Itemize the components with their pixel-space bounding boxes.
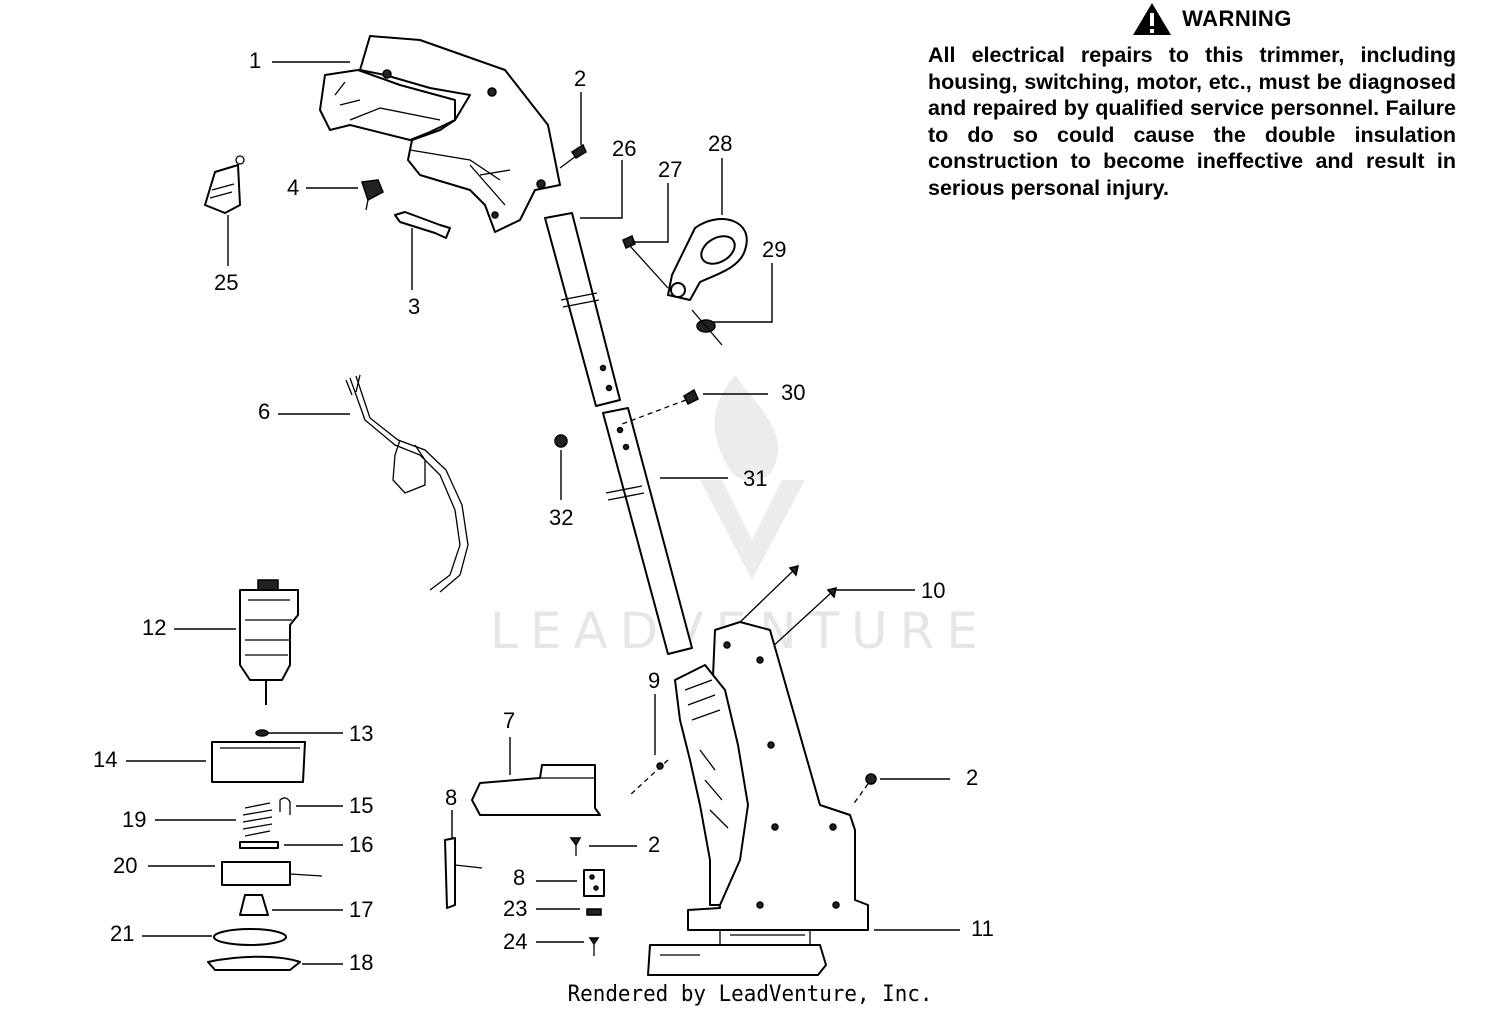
part-4-switch xyxy=(360,179,384,211)
callout-21: 21 xyxy=(110,921,134,946)
part-2-screw-middle xyxy=(569,837,582,856)
part-21-cap xyxy=(213,928,287,946)
part-19-spring xyxy=(242,802,273,837)
callout-31: 31 xyxy=(743,466,767,491)
leadventure-flame-logo-icon xyxy=(700,375,805,580)
callout-29: 29 xyxy=(762,237,786,262)
callout-11: 11 xyxy=(971,916,994,941)
part-24-screw xyxy=(588,937,600,956)
callout-8-plate: 8 xyxy=(513,865,525,890)
warning-heading: WARNING xyxy=(968,0,1456,38)
callout-13: 13 xyxy=(349,721,373,746)
part-11-motor-housing xyxy=(647,621,869,976)
part-2-screw-top xyxy=(559,143,587,169)
part-13-key xyxy=(255,729,269,737)
footer-credit-text: Rendered by LeadVenture, Inc. xyxy=(567,982,933,1007)
part-12-motor xyxy=(239,579,299,705)
part-28-auxiliary-handle xyxy=(667,218,748,301)
callout-32: 32 xyxy=(549,505,573,530)
callout-9: 9 xyxy=(648,668,660,693)
callout-27: 27 xyxy=(658,157,682,182)
warning-heading-label: WARNING xyxy=(1182,6,1292,31)
part-15-clip xyxy=(279,797,291,815)
callout-30: 30 xyxy=(781,380,805,405)
callout-1: 1 xyxy=(249,48,261,73)
part-3-trigger xyxy=(394,211,451,239)
callout-28: 28 xyxy=(708,131,732,156)
part-7-shield xyxy=(471,764,601,816)
part-17-bump-knob xyxy=(239,894,269,916)
callout-3: 3 xyxy=(408,294,420,319)
warning-body-text: All electrical repairs to this trimmer, … xyxy=(928,43,1456,200)
callout-24: 24 xyxy=(503,929,527,954)
callout-17: 17 xyxy=(349,897,373,922)
part-8-line-cutter-bracket xyxy=(444,837,483,909)
callout-2-top: 2 xyxy=(574,66,586,91)
part-6-power-cord xyxy=(345,374,469,593)
callout-25: 25 xyxy=(214,270,238,295)
part-29-knob xyxy=(691,309,723,346)
part-26-upper-shaft xyxy=(544,212,621,407)
part-20-spool xyxy=(221,861,323,886)
callout-20: 20 xyxy=(113,853,137,878)
callout-4: 4 xyxy=(287,175,299,200)
callout-labels: 1 2 2 2 3 4 6 7 8 8 9 10 11 12 13 14 15 … xyxy=(93,48,994,975)
part-30-bolt xyxy=(621,388,699,425)
footer-credit: Rendered by LeadVenture, Inc. xyxy=(0,982,1500,1007)
callout-15: 15 xyxy=(349,793,373,818)
callout-7: 7 xyxy=(503,708,515,733)
callout-19: 19 xyxy=(122,807,146,832)
part-14-cover xyxy=(211,741,306,783)
part-18-guard xyxy=(207,955,301,971)
callout-10: 10 xyxy=(921,578,945,603)
callout-23: 23 xyxy=(503,896,527,921)
leader-lines xyxy=(126,61,960,965)
callout-8-bracket: 8 xyxy=(445,785,457,810)
callout-18: 18 xyxy=(349,950,373,975)
callout-16: 16 xyxy=(349,832,373,857)
part-16-washer xyxy=(239,841,279,849)
part-9-housing-half xyxy=(629,664,749,906)
callout-2-middle: 2 xyxy=(648,832,660,857)
part-23-spacer xyxy=(586,908,602,916)
part-32-nut xyxy=(554,434,568,448)
part-2-screw-right xyxy=(851,773,877,807)
callout-2-right: 2 xyxy=(966,765,978,790)
part-10-screws xyxy=(735,564,837,661)
callout-26: 26 xyxy=(612,136,636,161)
warning-box: WARNING All electrical repairs to this t… xyxy=(928,0,1456,202)
part-25-lock-off xyxy=(204,155,245,214)
warning-triangle-icon xyxy=(1133,3,1172,35)
part-27-bolt xyxy=(622,234,669,289)
callout-6: 6 xyxy=(258,399,270,424)
callout-14: 14 xyxy=(93,747,117,772)
part-31-lower-shaft xyxy=(602,407,693,655)
part-8-plate xyxy=(583,869,605,897)
part-1-handle-housing xyxy=(319,35,561,233)
callout-12: 12 xyxy=(142,615,166,640)
